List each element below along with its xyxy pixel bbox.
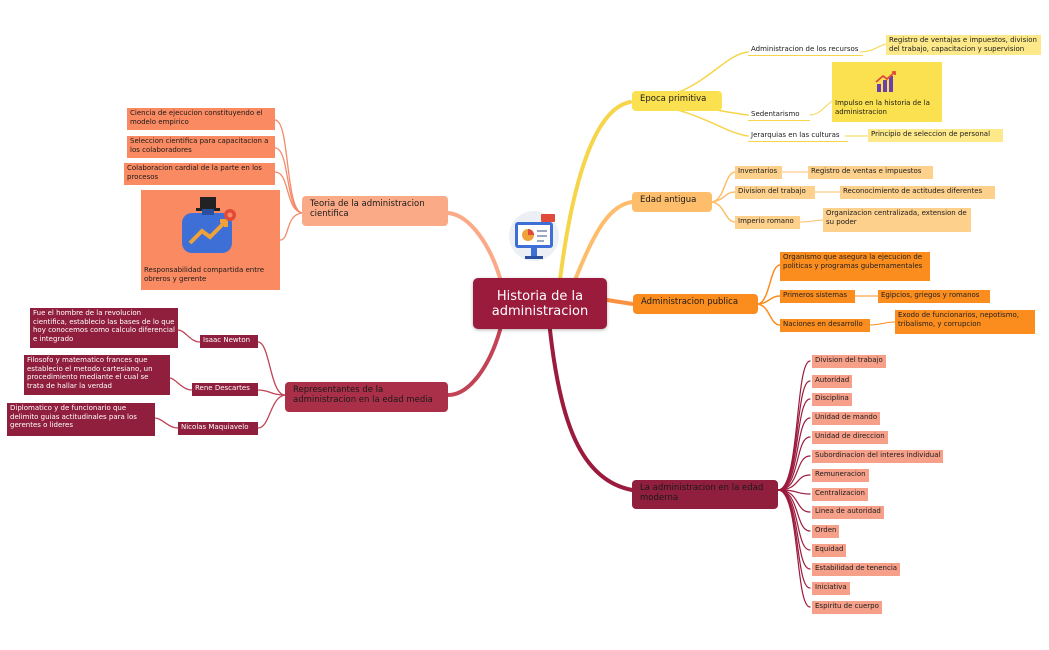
moderna-item-iniciativa[interactable]: Iniciativa bbox=[812, 582, 850, 595]
representante-newton[interactable]: Isaac Newton bbox=[200, 335, 258, 348]
moderna-item-equidad[interactable]: Equidad bbox=[812, 544, 847, 557]
presentation-board-icon bbox=[505, 208, 563, 263]
representante-maquiavelo-detail[interactable]: Diplomatico y de funcionario que delimit… bbox=[7, 403, 155, 436]
moderna-item-remuneracion[interactable]: Remuneracion bbox=[812, 469, 869, 482]
root-topic[interactable]: Historia de la administracion bbox=[473, 278, 607, 329]
moderna-item-disciplina[interactable]: Disciplina bbox=[812, 393, 852, 406]
antigua-child-division[interactable]: Division del trabajo bbox=[735, 186, 815, 199]
antigua-detail-division[interactable]: Reconocimiento de actitudes diferentes bbox=[840, 186, 995, 199]
teoria-item-ciencia[interactable]: Ciencia de ejecucion constituyendo el mo… bbox=[127, 108, 275, 130]
moderna-item-unidad-direccion[interactable]: Unidad de direccion bbox=[812, 431, 888, 444]
branch-epoca-primitiva[interactable]: Epoca primitiva bbox=[632, 91, 722, 111]
antigua-child-inventarios[interactable]: Inventarios bbox=[735, 166, 782, 179]
moderna-item-unidad-mando[interactable]: Unidad de mando bbox=[812, 412, 881, 425]
branch-administracion-publica[interactable]: Administracion publica bbox=[633, 294, 758, 314]
moderna-item-centralizacion[interactable]: Centralizacion bbox=[812, 488, 868, 501]
moderna-item-subordinacion[interactable]: Subordinacion del interes individual bbox=[812, 450, 944, 463]
teoria-item-colaboracion[interactable]: Colaboracion cardial de la parte en los … bbox=[124, 163, 275, 185]
teoria-item-seleccion[interactable]: Seleccion cientifica para capacitacion a… bbox=[127, 136, 275, 158]
chart-growth-icon bbox=[874, 70, 898, 94]
moderna-item-autoridad[interactable]: Autoridad bbox=[812, 375, 853, 388]
representante-descartes[interactable]: Rene Descartes bbox=[192, 383, 258, 396]
moderna-item-division[interactable]: Division del trabajo bbox=[812, 355, 886, 368]
epoca-child-jerarquias[interactable]: Jerarquias en las culturas bbox=[748, 130, 848, 142]
representante-maquiavelo[interactable]: Nicolas Maquiavelo bbox=[178, 422, 258, 435]
epoca-child-sedentarismo[interactable]: Sedentarismo bbox=[748, 109, 810, 121]
antigua-child-imperio[interactable]: Imperio romano bbox=[735, 216, 800, 229]
publica-child-organismo[interactable]: Organismo que asegura la ejecucion de po… bbox=[780, 252, 930, 281]
representante-descartes-detail[interactable]: Filosofo y matematico frances que establ… bbox=[24, 355, 170, 395]
moderna-item-linea-autoridad[interactable]: Linea de autoridad bbox=[812, 506, 884, 519]
publica-child-primeros[interactable]: Primeros sistemas bbox=[780, 290, 855, 303]
branch-representantes[interactable]: Representantes de la administracion en l… bbox=[285, 382, 448, 412]
moderna-item-orden[interactable]: Orden bbox=[812, 525, 840, 538]
publica-detail-naciones[interactable]: Exodo de funcionarios, nepotismo, tribal… bbox=[895, 310, 1035, 334]
antigua-detail-inventarios[interactable]: Registro de ventas e impuestos bbox=[808, 166, 933, 179]
epoca-detail-recursos[interactable]: Registro de ventajas e impuestos, divisi… bbox=[886, 35, 1041, 55]
moderna-item-estabilidad[interactable]: Estabilidad de tenencia bbox=[812, 563, 901, 576]
epoca-child-recursos[interactable]: Administracion de los recursos bbox=[748, 44, 863, 56]
branch-teoria-cientifica[interactable]: Teoria de la administracion cientifica bbox=[302, 196, 448, 226]
publica-child-naciones[interactable]: Naciones en desarrollo bbox=[780, 319, 870, 332]
publica-detail-primeros[interactable]: Egipcios, griegos y romanos bbox=[878, 290, 990, 303]
representante-newton-detail[interactable]: Fue el hombre de la revolucion cientific… bbox=[30, 308, 178, 348]
epoca-detail-jerarquias[interactable]: Principio de seleccion de personal bbox=[868, 129, 1003, 142]
branch-edad-moderna[interactable]: La administracion en la edad moderna bbox=[632, 480, 778, 509]
branch-edad-antigua[interactable]: Edad antigua bbox=[632, 192, 712, 212]
business-portfolio-icon bbox=[176, 195, 242, 261]
antigua-detail-imperio[interactable]: Organizacion centralizada, extension de … bbox=[823, 208, 971, 232]
moderna-item-espiritu[interactable]: Espiritu de cuerpo bbox=[812, 601, 882, 614]
